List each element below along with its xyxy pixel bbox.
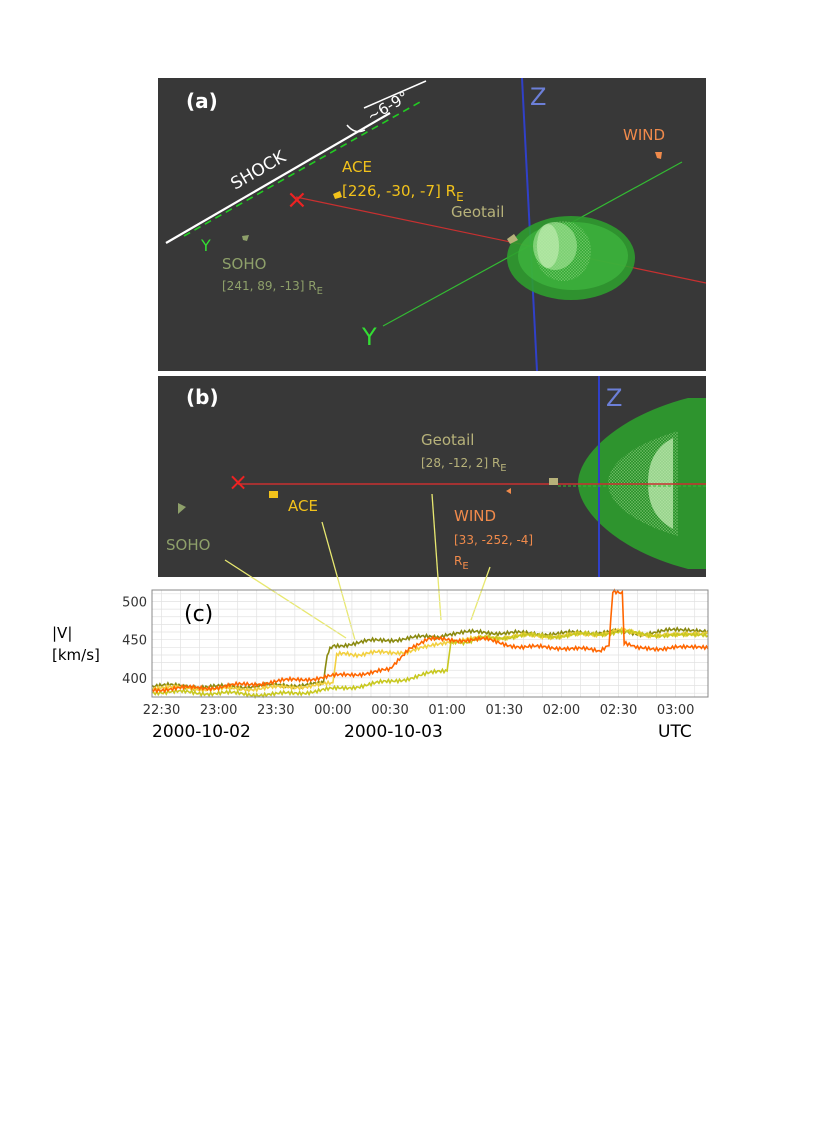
series-line-4 (151, 588, 709, 694)
x-tick-label: 02:30 (600, 703, 637, 718)
chart-y-tick-labels: 400 450 500 (122, 595, 147, 686)
series-line-2 (151, 626, 709, 694)
connector-geotail (431, 493, 442, 621)
panel-a-3d-view: (a) SHOCK ~6-9° Z Y Y × ACE [226, -30, -… (158, 78, 706, 371)
x-tick-label: 23:00 (200, 703, 237, 718)
x-axis-marker: × (286, 185, 308, 215)
chart-series (151, 588, 709, 699)
x-tick-label: 01:30 (486, 703, 523, 718)
geotail-position-b: [28, -12, 2] RE (421, 456, 507, 474)
x-tick-label: 23:30 (257, 703, 294, 718)
angle-arc (346, 124, 366, 133)
soho-marker-b (178, 503, 186, 514)
z-axis-line (521, 78, 538, 371)
ace-position: [226, -30, -7] RE (342, 182, 464, 204)
soho-label: SOHO (222, 255, 266, 273)
series-line-3 (151, 628, 709, 699)
x-tick-label: 01:00 (428, 703, 465, 718)
panel-b-side-view: (b) Z × Geotail [28, -12, 2] RE ACE WIND… (158, 376, 706, 577)
y-tick-label: 400 (122, 672, 147, 687)
ace-marker-b (269, 491, 278, 498)
connector-soho (224, 559, 347, 639)
ace-label: ACE (342, 158, 372, 176)
chart-title: (c) (184, 602, 213, 627)
x-tick-label: 03:00 (657, 703, 694, 718)
ace-marker (333, 191, 342, 199)
z-axis-label: Z (530, 83, 546, 111)
panel-b-svg: (b) Z × Geotail [28, -12, 2] RE ACE WIND… (166, 376, 706, 577)
wind-position-b: [33, -252, -4] (454, 533, 533, 547)
x-tick-label: 00:00 (314, 703, 351, 718)
z-axis-label-b: Z (606, 384, 622, 412)
wind-unit-b: RE (454, 554, 469, 572)
y-axis-label-large: Y (361, 323, 377, 351)
wind-label-b: WIND (454, 507, 496, 525)
chart-x-tick-labels: 22:30 23:00 23:30 00:00 00:30 01:00 01:30 02:00… (143, 703, 695, 718)
shock-dashed-line (183, 101, 421, 237)
panel-b-tag: (b) (186, 385, 219, 409)
panel-a-svg: (a) SHOCK ~6-9° Z Y Y × ACE [226, -30, -… (165, 78, 706, 371)
x-axis-marker-b: × (228, 468, 248, 496)
wind-label: WIND (623, 126, 665, 144)
y-axis-label-line2: [km/s] (52, 646, 100, 664)
x-tick-label: 00:30 (371, 703, 408, 718)
geotail-label-b: Geotail (421, 431, 474, 449)
x-tick-label: 02:00 (543, 703, 580, 718)
soho-position: [241, 89, -13] RE (222, 279, 323, 297)
geotail-marker (507, 234, 518, 244)
panel-a-tag: (a) (186, 89, 218, 113)
soho-label-b: SOHO (166, 536, 210, 554)
x-axis-line (295, 196, 706, 284)
angle-leader (363, 80, 427, 109)
date-label-start: 2000-10-02 (152, 722, 251, 742)
y-axis-label-small: Y (200, 236, 211, 255)
y-tick-label: 450 (122, 634, 147, 649)
date-label-mid: 2000-10-03 (344, 722, 443, 742)
connector-ace (321, 521, 356, 641)
ace-label-b: ACE (288, 497, 318, 515)
geotail-marker-b (549, 478, 558, 485)
y-axis-label-line1: |V| (52, 624, 72, 642)
soho-marker (242, 235, 249, 241)
x-tick-label: 22:30 (143, 703, 180, 718)
utc-label: UTC (658, 722, 692, 742)
shock-line (165, 112, 391, 244)
wind-marker (655, 152, 662, 159)
wind-marker-b (506, 488, 511, 494)
geotail-label: Geotail (451, 203, 504, 221)
chart-grid (152, 590, 708, 697)
y-tick-label: 500 (122, 595, 147, 610)
chart-frame (151, 589, 709, 698)
